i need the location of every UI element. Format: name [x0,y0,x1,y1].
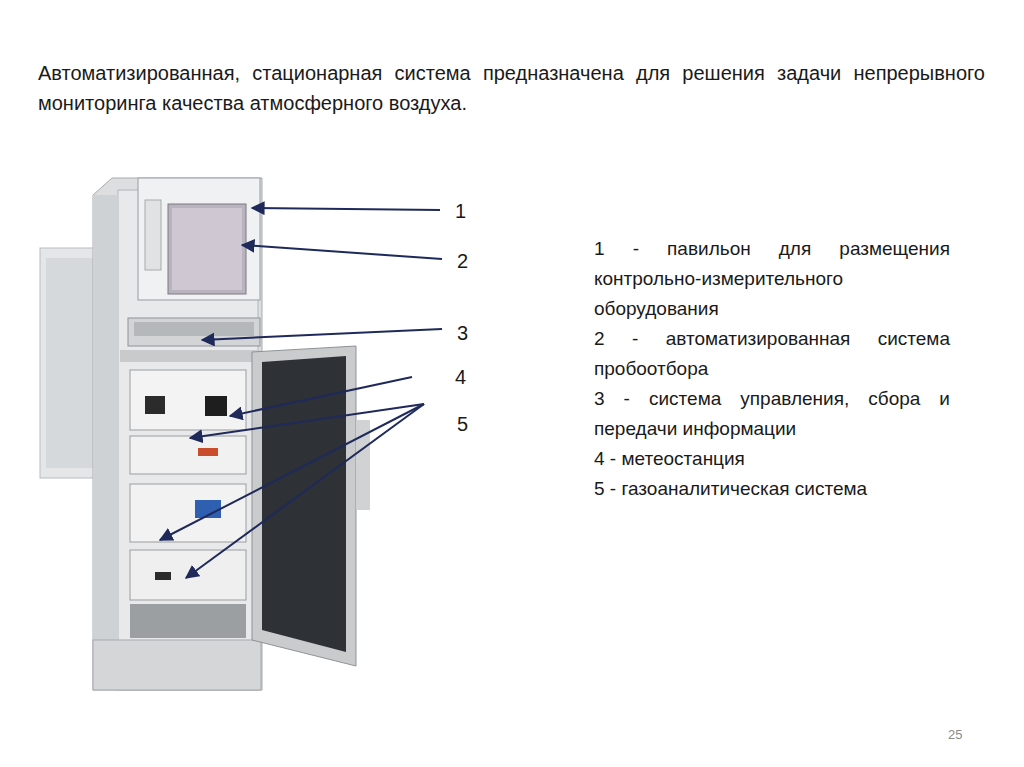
legend-item: 4 - метеостанция [594,444,950,474]
callout-number: 1 [455,199,466,223]
callout-number: 2 [457,249,468,273]
slide-title: Автоматизированная, стационарная система… [38,58,985,118]
legend-item: 3 - система управления, сбора и передачи… [594,384,950,444]
page-number: 25 [948,727,962,742]
legend-item: 1 - павильон для размещения контрольно-и… [594,234,950,324]
callout-number: 5 [457,412,468,436]
legend-item: 2 - автоматизированная система пробоотбо… [594,324,950,384]
legend-item: 5 - газоаналитическая система [594,474,950,504]
description-list: 1 - павильон для размещения контрольно-и… [594,234,950,504]
callout-number: 3 [457,321,468,345]
callout-number: 4 [455,365,466,389]
